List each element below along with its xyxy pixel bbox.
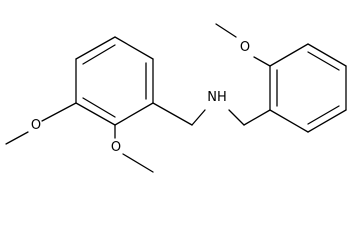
bond (152, 102, 193, 126)
methoxy-group-top: O (215, 23, 271, 67)
amine-linker: NH (152, 90, 271, 126)
bond (228, 109, 245, 126)
bond (5, 131, 29, 145)
bond (253, 56, 271, 67)
ring-bond (114, 36, 154, 60)
ring-bond (269, 43, 309, 67)
amine-label: NH (207, 90, 227, 105)
bond (215, 23, 237, 38)
methoxy-group-left: O (5, 102, 77, 145)
oxygen-label: O (240, 40, 250, 55)
ring-bond (114, 102, 154, 126)
ring-bond (269, 109, 309, 133)
right-benzene-ring (269, 43, 347, 133)
chemical-structure-diagram: O O NH O (5, 23, 347, 173)
oxygen-label: O (111, 140, 121, 155)
bond (243, 109, 271, 126)
bond (191, 109, 206, 126)
oxygen-label: O (31, 118, 41, 133)
ring-bond (75, 36, 116, 60)
ring-double-bond (82, 44, 116, 65)
ring-double-bond (307, 51, 340, 71)
ring-double-bond (307, 105, 340, 125)
ring-double-bond (82, 97, 116, 118)
left-benzene-ring (75, 36, 154, 126)
bond (122, 153, 154, 173)
ring-bond (307, 43, 347, 67)
bond (41, 102, 77, 122)
ring-bond (307, 109, 347, 133)
ring-bond (75, 102, 116, 126)
methoxy-group-bottom: O (111, 124, 154, 173)
